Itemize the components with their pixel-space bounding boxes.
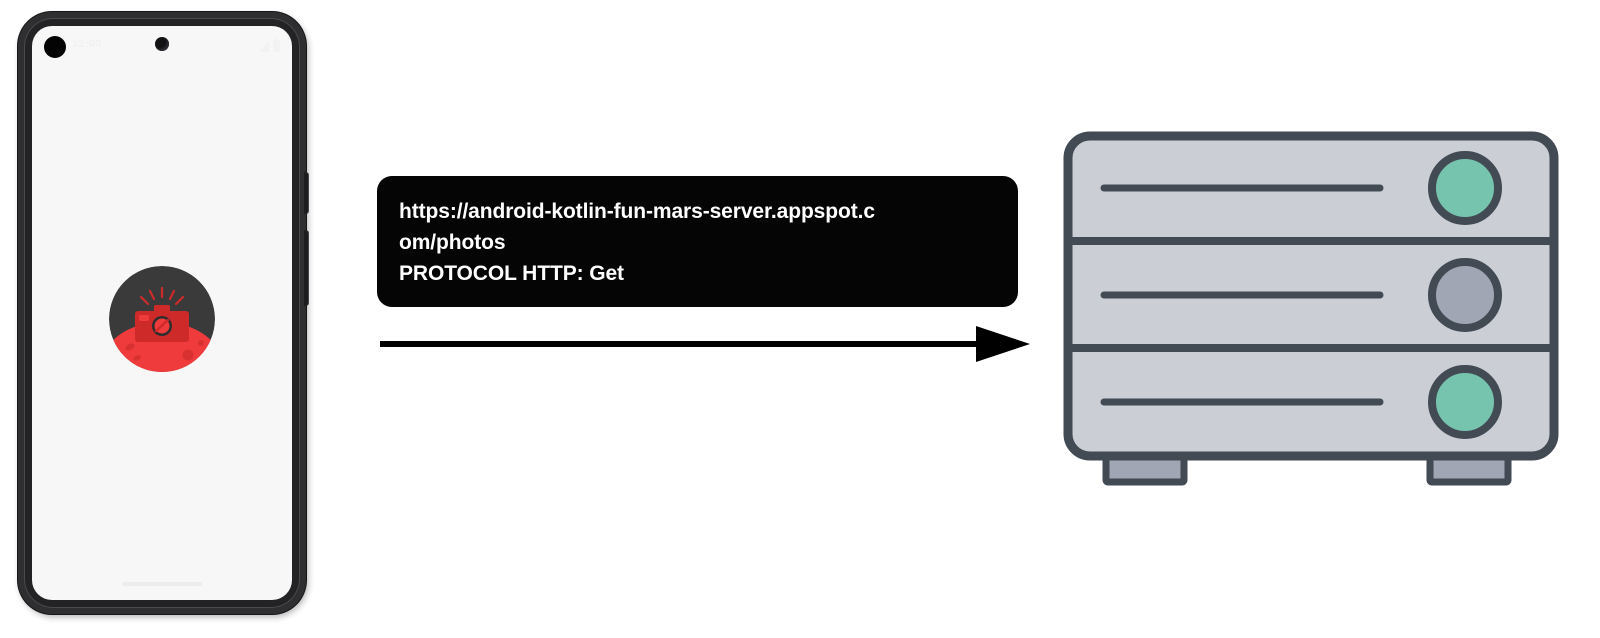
callout-url-line-1: https://android-kotlin-fun-mars-server.a… — [399, 200, 875, 223]
home-gesture-indicator[interactable] — [122, 582, 202, 586]
server-status-light-3 — [1428, 365, 1502, 439]
callout-protocol-line: PROTOCOL HTTP: Get — [399, 262, 624, 285]
power-button[interactable] — [304, 172, 308, 214]
app-notification-dot-icon — [44, 36, 66, 58]
front-camera-punch-hole-icon — [155, 37, 169, 51]
request-arrow-svg — [380, 326, 1030, 362]
server-rack-unit-1 — [1100, 151, 1502, 225]
web-server-svg — [1063, 131, 1559, 486]
android-phone-device: 12:00 — [18, 12, 308, 614]
http-request-callout: https://android-kotlin-fun-mars-server.a… — [377, 176, 1018, 307]
mars-photos-app-icon[interactable] — [109, 266, 215, 372]
status-bar-indicators — [259, 38, 280, 52]
battery-icon — [273, 38, 280, 52]
volume-rocker-button[interactable] — [304, 230, 308, 306]
server-rack-unit-3 — [1100, 365, 1502, 439]
server-status-light-2 — [1428, 258, 1502, 332]
request-direction-arrow — [378, 318, 1038, 370]
cellular-signal-icon — [259, 41, 269, 52]
phone-screen[interactable]: 12:00 — [32, 26, 292, 600]
status-bar: 12:00 — [32, 26, 292, 66]
status-bar-time: 12:00 — [72, 38, 102, 50]
server-rack-unit-2 — [1100, 258, 1502, 332]
web-server — [1060, 128, 1570, 498]
callout-url-line-2: om/photos — [399, 231, 506, 254]
server-status-light-1 — [1428, 151, 1502, 225]
mars-photos-app-icon-svg — [109, 266, 215, 372]
